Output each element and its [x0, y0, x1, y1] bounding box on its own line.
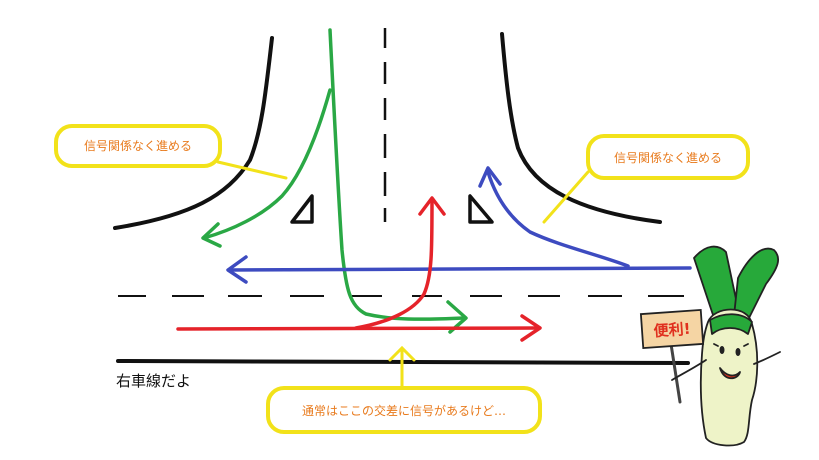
red-route-left-turn	[354, 198, 434, 330]
mascot-character	[669, 245, 781, 447]
callout-left-pointer	[216, 160, 288, 180]
mascot-sign-board	[639, 308, 705, 350]
mascot-eye-right	[735, 348, 741, 356]
blue-route-right-arrowhead	[478, 166, 502, 188]
mascot-sign-text: 便利!	[653, 320, 691, 341]
red-route-left-arrowhead	[418, 196, 446, 216]
red-route	[176, 196, 542, 342]
mascot-leaf-right	[733, 247, 780, 321]
callout-right: 信号関係なく進める	[586, 134, 750, 180]
green-route-straight	[328, 28, 466, 321]
mascot-sign: 便利!	[639, 308, 705, 350]
callout-pointers	[216, 160, 590, 388]
mascot-eye-left	[719, 346, 725, 354]
sign-stick	[669, 342, 682, 404]
mascot-arm-left	[671, 359, 707, 381]
callout-left: 信号関係なく進める	[54, 124, 222, 168]
traffic-island-left	[290, 194, 314, 224]
green-route-left-arrowhead	[201, 222, 222, 248]
red-route-straight-arrowhead	[520, 314, 542, 342]
blue-route-right-turn	[486, 170, 630, 268]
callout-bottom-pointer-arrowhead	[388, 345, 416, 362]
callout-left-text: 信号関係なく進める	[84, 139, 192, 153]
road-edge-top-right	[500, 32, 662, 224]
blue-route	[226, 166, 692, 284]
traffic-island-right	[468, 194, 494, 224]
callout-right-pointer	[542, 170, 590, 224]
callout-bottom: 通常はここの交差に信号があるけど…	[266, 386, 542, 434]
mascot-band	[709, 313, 753, 335]
mascot-cheek-lines	[713, 343, 749, 347]
mascot-arm-right	[753, 351, 781, 365]
blue-route-straight-arrowhead	[226, 255, 248, 284]
green-route-left-turn	[202, 88, 332, 240]
mascot-mouth	[719, 367, 741, 380]
callout-bottom-text: 通常はここの交差に信号があるけど…	[302, 403, 506, 418]
callout-right-text: 信号関係なく進める	[614, 151, 722, 165]
lane-caption: 右車線だよ	[116, 372, 191, 390]
blue-route-straight	[228, 266, 692, 272]
road-edge-top-left	[113, 36, 274, 230]
